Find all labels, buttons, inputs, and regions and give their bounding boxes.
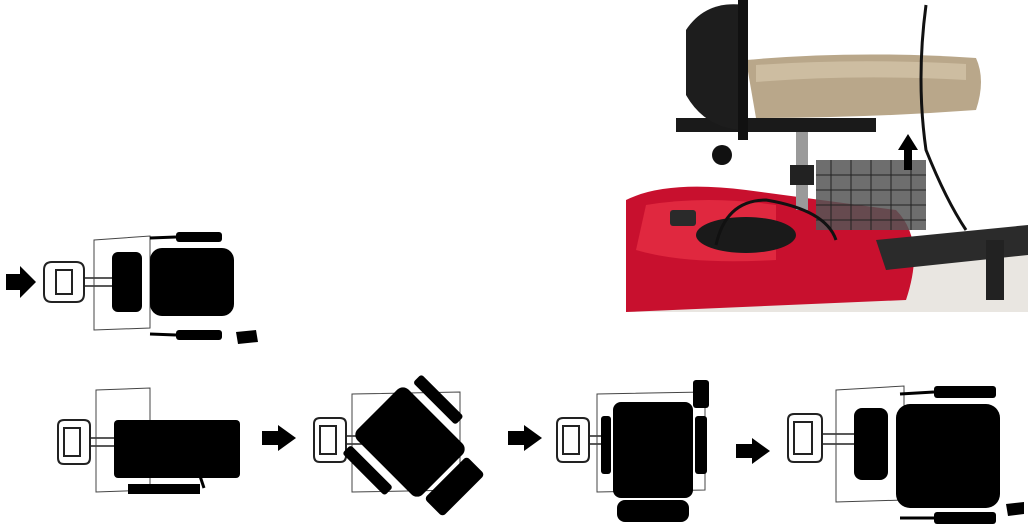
right-arrow-icon (508, 425, 544, 451)
top-view-diagram (0, 222, 270, 352)
right-arrow-icon (262, 425, 298, 451)
rotation-step-3 (545, 350, 725, 531)
seat-removal-photo (626, 0, 1028, 312)
rotation-step-1 (44, 350, 254, 531)
right-arrow-icon (6, 266, 36, 298)
rotation-step-4 (780, 350, 1028, 531)
rotation-step-2 (300, 350, 500, 531)
right-arrow-icon (736, 438, 772, 464)
